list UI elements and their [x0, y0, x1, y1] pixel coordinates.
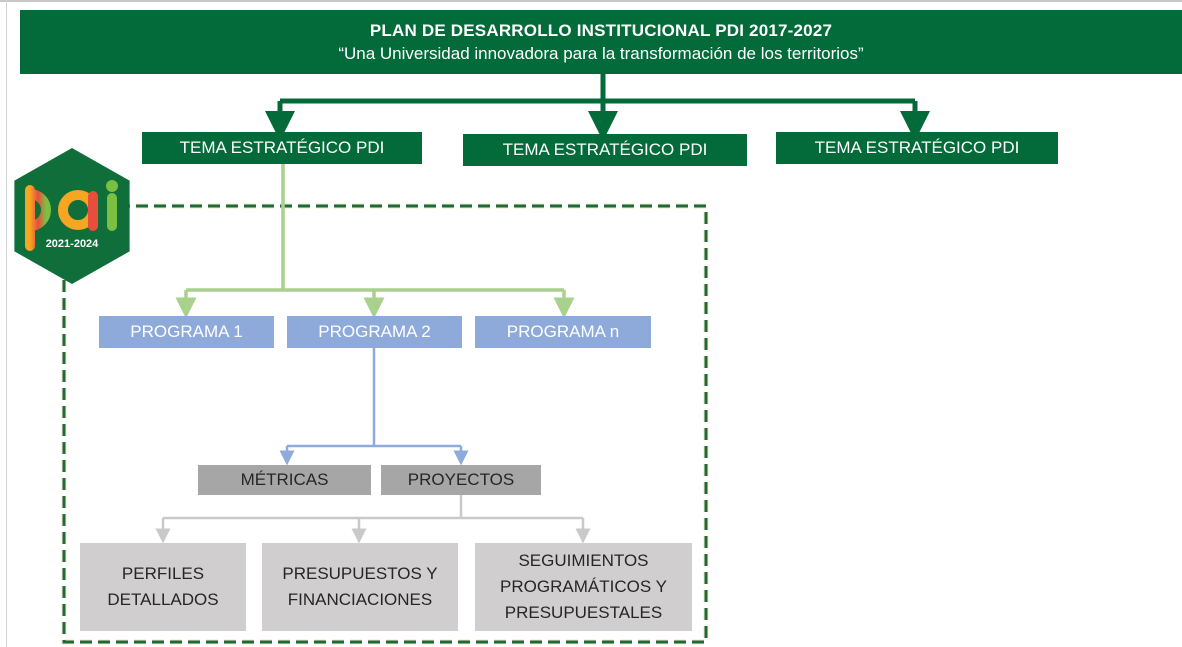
project-connectors [155, 495, 591, 544]
pdi-subtitle: “Una Universidad innovadora para la tran… [338, 43, 864, 63]
program-connectors [279, 347, 469, 466]
window-top-border [0, 0, 1182, 2]
detailed-profiles-box: PERFILES DETALLADOS [80, 543, 246, 631]
pai-logo-badge [14, 148, 130, 284]
program-2: PROGRAMA 2 [287, 316, 462, 348]
strategic-theme-2: TEMA ESTRATÉGICO PDI [463, 134, 747, 166]
metrics-box: MÉTRICAS [198, 465, 371, 495]
theme-connectors [175, 164, 575, 319]
budgets-financing-box: PRESUPUESTOS Y FINANCIACIONES [262, 543, 458, 631]
tracking-box: SEGUIMIENTOS PROGRAMÁTICOS Y PRESUPUESTA… [475, 543, 692, 631]
header-connectors [265, 74, 930, 141]
strategic-theme-3: TEMA ESTRATÉGICO PDI [776, 132, 1058, 164]
projects-box: PROYECTOS [381, 465, 541, 495]
pdi-title: PLAN DE DESARROLLO INSTITUCIONAL PDI 201… [369, 20, 833, 40]
pai-scope-dashed-outline [62, 204, 708, 644]
pai-years-label: 2021-2024 [45, 238, 99, 250]
pai-logo-mark [25, 180, 118, 251]
window-left-border [6, 0, 7, 647]
program-1: PROGRAMA 1 [99, 316, 274, 348]
pdi-header-box: PLAN DE DESARROLLO INSTITUCIONAL PDI 201… [20, 10, 1182, 74]
program-n: PROGRAMA n [475, 316, 651, 348]
strategic-theme-1: TEMA ESTRATÉGICO PDI [142, 132, 422, 164]
